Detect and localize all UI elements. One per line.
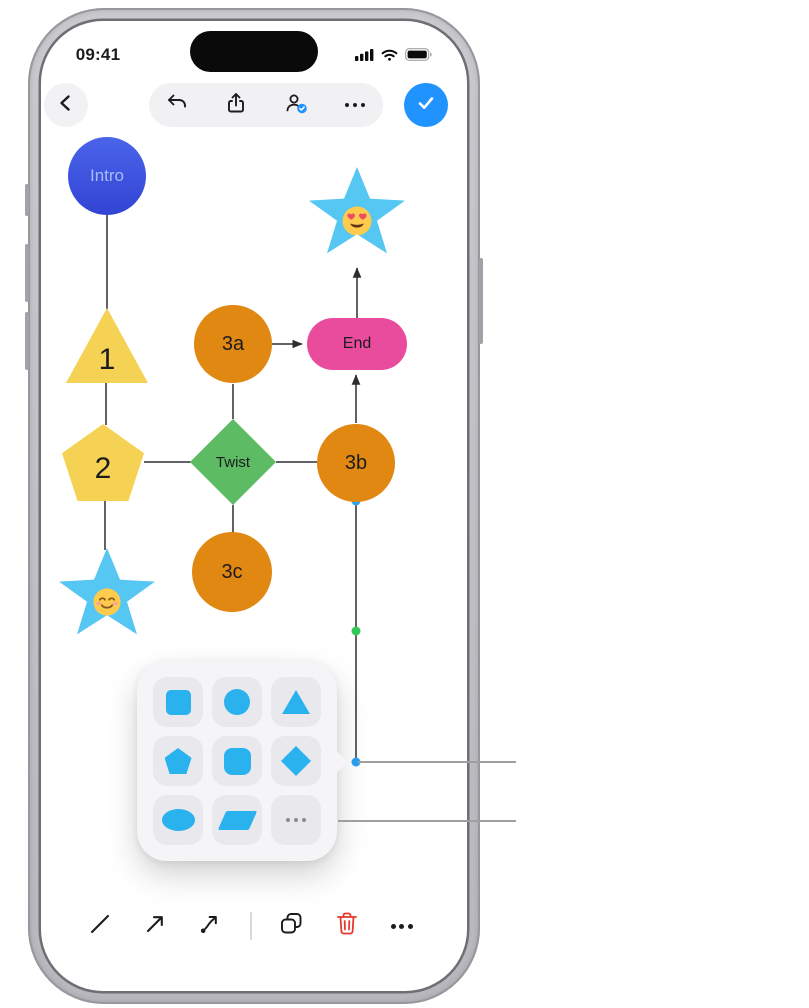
- shape-picker-popup: [137, 661, 348, 861]
- diamond-icon: [281, 746, 311, 776]
- square-icon: [165, 689, 191, 715]
- node-intro[interactable]: Intro: [68, 137, 146, 215]
- delete-button[interactable]: [332, 911, 362, 941]
- node-twist[interactable]: Twist: [190, 419, 276, 505]
- person-badge-icon: [283, 91, 309, 120]
- callout-line-more-shapes: [338, 820, 516, 822]
- node-step-2[interactable]: 2: [62, 424, 144, 501]
- square-shape-button[interactable]: [153, 677, 203, 727]
- ellipsis-icon: [285, 817, 307, 823]
- action-button: [25, 184, 29, 216]
- circle-shape-button[interactable]: [212, 677, 262, 727]
- more-shapes-button[interactable]: [271, 795, 321, 845]
- collaborate-button[interactable]: [282, 91, 310, 119]
- node-step-3b[interactable]: 3b: [317, 424, 395, 502]
- toolbar-pill: [149, 83, 383, 127]
- heart-eyes-emoji-icon: [341, 205, 373, 242]
- node-step-3a[interactable]: 3a: [194, 305, 272, 383]
- rounded-square-icon: [223, 747, 251, 775]
- toolbar-divider: [250, 912, 252, 940]
- arrow-icon: [142, 911, 168, 942]
- duplicate-button[interactable]: [277, 911, 307, 941]
- back-button[interactable]: [44, 83, 88, 127]
- line-tool-button[interactable]: [85, 911, 115, 941]
- undo-arrow-icon: [165, 91, 189, 120]
- node-label: 3b: [344, 451, 368, 474]
- more-tools-button[interactable]: [387, 911, 417, 941]
- connector-midpoint-handle[interactable]: [351, 626, 361, 636]
- share-button[interactable]: [222, 91, 250, 119]
- connection-line-tool-button[interactable]: [195, 911, 225, 941]
- share-icon: [224, 91, 248, 120]
- parallelogram-shape-button[interactable]: [212, 795, 262, 845]
- node-label: End: [342, 335, 372, 352]
- screen: 09:41: [41, 21, 467, 991]
- ellipsis-icon: [344, 102, 366, 108]
- callout-line-connector-endpoint: [358, 761, 516, 763]
- node-label: 2: [94, 451, 112, 485]
- wifi-icon: [381, 48, 398, 66]
- node-label: Intro: [89, 166, 125, 185]
- done-button[interactable]: [404, 83, 448, 127]
- more-button[interactable]: [341, 91, 369, 119]
- pentagon-shape-button[interactable]: [153, 736, 203, 786]
- node-label: 1: [98, 343, 116, 376]
- node-step-1[interactable]: 1: [66, 308, 148, 383]
- popup-tail: [336, 751, 348, 773]
- cellular-signal-icon: [355, 48, 374, 66]
- node-label: 3c: [221, 560, 243, 583]
- power-button: [479, 258, 483, 344]
- node-label: 3a: [221, 332, 245, 355]
- line-icon: [87, 911, 113, 942]
- bottom-toolbar: [85, 905, 417, 947]
- iphone-frame: 09:41: [25, 8, 483, 1004]
- node-star-bottom[interactable]: 😊: [59, 548, 155, 635]
- undo-button[interactable]: [163, 91, 191, 119]
- node-step-3c[interactable]: 3c: [192, 532, 272, 612]
- smiling-blush-emoji-icon: [92, 587, 122, 622]
- volume-down-button: [25, 312, 29, 370]
- rounded-square-shape-button[interactable]: [212, 736, 262, 786]
- node-label: Twist: [215, 453, 251, 471]
- pentagon-icon: [164, 748, 192, 774]
- checkmark-icon: [415, 92, 437, 119]
- parallelogram-icon: [217, 810, 257, 830]
- circle-icon: [224, 689, 250, 715]
- node-end[interactable]: End: [307, 318, 407, 370]
- shape-grid: [153, 677, 321, 845]
- duplicate-icon: [278, 910, 305, 942]
- connection-line-icon: [197, 911, 224, 942]
- arrow-tool-button[interactable]: [140, 911, 170, 941]
- chevron-left-icon: [56, 93, 76, 118]
- node-star-top[interactable]: 😍: [309, 167, 405, 254]
- dynamic-island: [190, 31, 318, 72]
- triangle-shape-button[interactable]: [271, 677, 321, 727]
- oval-icon: [161, 809, 195, 831]
- oval-shape-button[interactable]: [153, 795, 203, 845]
- triangle-icon: [282, 690, 310, 714]
- status-time: 09:41: [75, 45, 121, 64]
- battery-icon: [405, 48, 433, 66]
- diamond-shape-button[interactable]: [271, 736, 321, 786]
- status-icons: [355, 48, 433, 66]
- ellipsis-icon: [390, 923, 413, 929]
- volume-up-button: [25, 244, 29, 302]
- trash-icon: [334, 910, 360, 942]
